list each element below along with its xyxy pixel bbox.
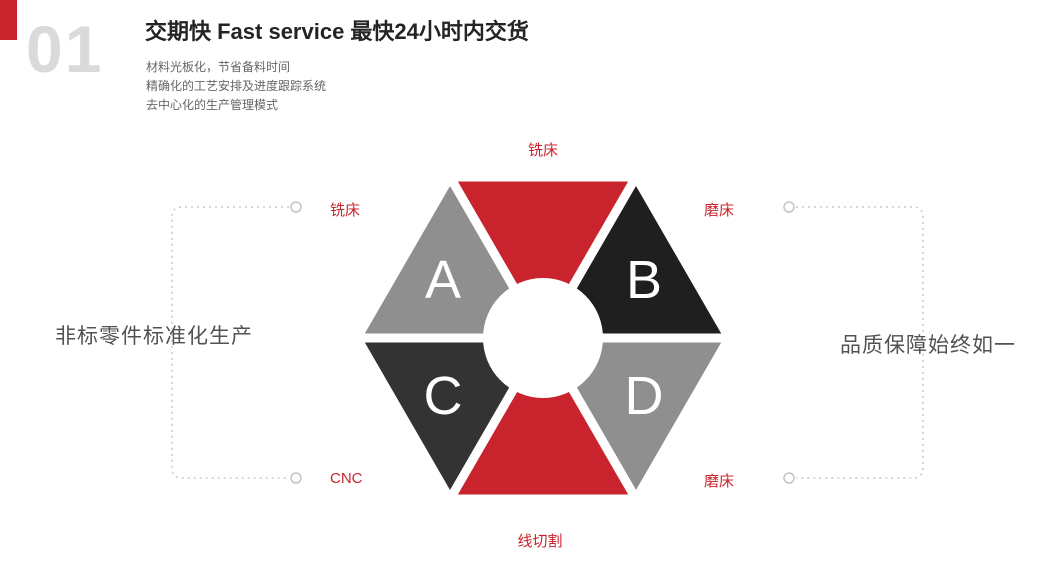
left-caption: 非标零件标准化生产 bbox=[55, 325, 253, 348]
bullet-line: 精确化的工艺安排及进度跟踪系统 bbox=[146, 79, 327, 93]
segment-letter-b: B bbox=[626, 250, 662, 310]
label-upper-right: 磨床 bbox=[704, 202, 735, 219]
segment-letter-c: C bbox=[424, 366, 463, 426]
bullet-line: 去中心化的生产管理模式 bbox=[146, 98, 279, 112]
segment-letter-a: A bbox=[425, 250, 461, 310]
connector-dot bbox=[783, 472, 795, 484]
center-circle bbox=[483, 278, 603, 398]
accent-block bbox=[0, 0, 17, 40]
bullet-line: 材料光板化，节省备料时间 bbox=[146, 60, 291, 74]
label-lower-left: CNC bbox=[330, 470, 363, 487]
slide-title: 交期快 Fast service 最快24小时内交货 bbox=[145, 19, 529, 44]
segment-letter-d: D bbox=[625, 366, 664, 426]
connector-right bbox=[796, 206, 924, 479]
segment-upper-left bbox=[352, 172, 548, 343]
bullet-list: 材料光板化，节省备料时间 精确化的工艺安排及进度跟踪系统 去中心化的生产管理模式 bbox=[146, 58, 326, 115]
label-top: 铣床 bbox=[527, 142, 559, 159]
index-number: 01 bbox=[26, 12, 104, 86]
connector-dot bbox=[290, 472, 302, 484]
label-bottom: 线切割 bbox=[517, 533, 563, 550]
label-lower-right: 磨床 bbox=[704, 473, 735, 490]
label-upper-left: 铣床 bbox=[330, 202, 361, 219]
connector-dot bbox=[290, 201, 302, 213]
right-caption: 品质保障始终如一 bbox=[840, 334, 1016, 357]
connector-dot bbox=[783, 201, 795, 213]
